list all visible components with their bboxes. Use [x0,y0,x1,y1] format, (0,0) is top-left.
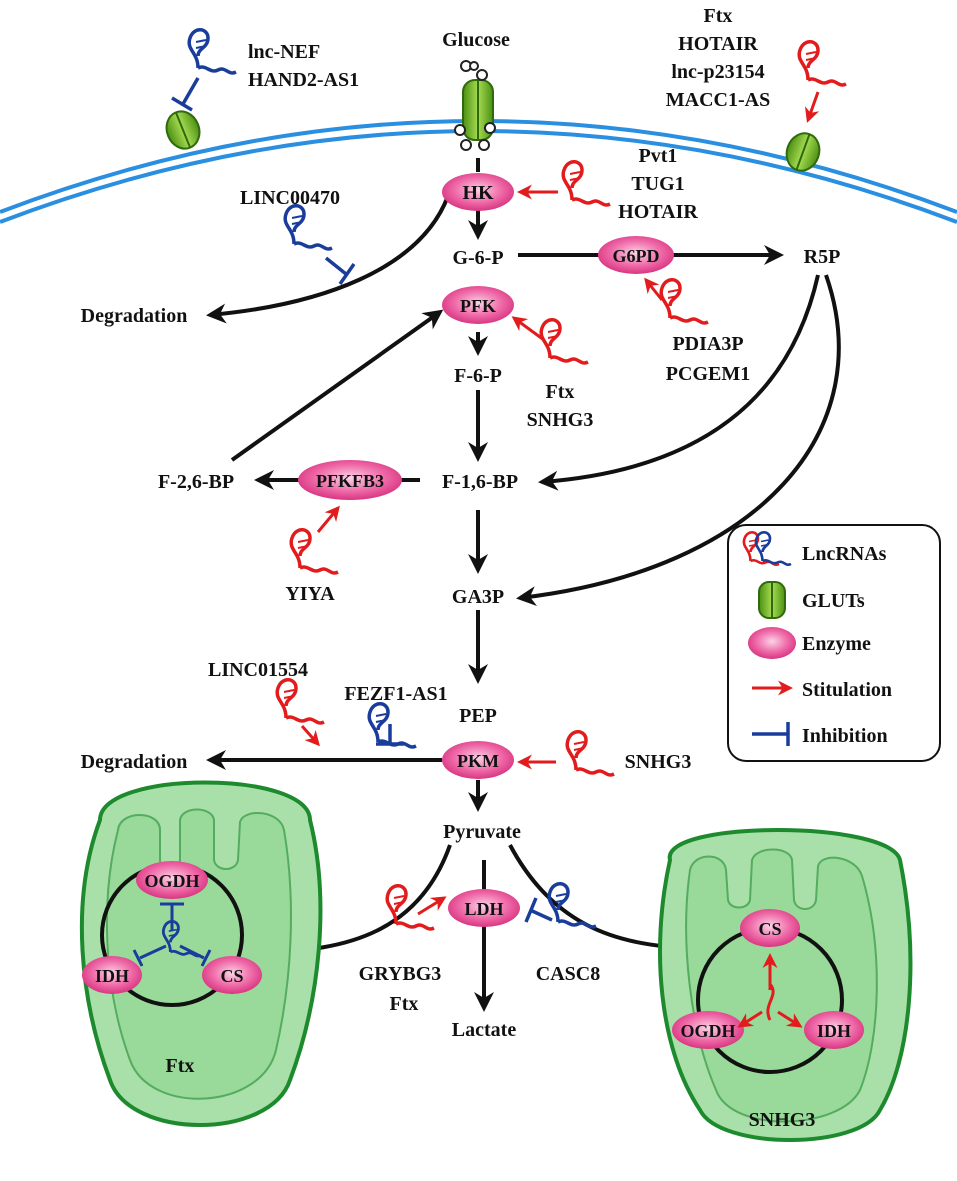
glut-stim-line-4: MACC1-AS [666,89,770,111]
lactate-label: Lactate [452,1019,517,1041]
enzyme-hk-label: HK [462,182,494,204]
g6pd-stim-line-1: PDIA3P [672,333,743,355]
inhibition-degradation [324,256,356,286]
enzyme-pfk-label: PFK [460,296,496,316]
g6pd-stim-line-2: PCGEM1 [666,363,750,385]
enzyme-g6pd: G6PD [598,236,674,274]
stim-ldh [417,896,447,916]
f6p-label: F-6-P [454,365,502,387]
g6p-label: G-6-P [452,247,503,269]
lncrna-blue-icon [283,203,334,251]
right-cs-label: CS [758,919,781,939]
enzyme-pfkfb3-label: PFKFB3 [316,471,384,491]
pyruvate-label: Pyruvate [443,821,521,843]
glut-stim-line-3: lnc-p23154 [671,61,764,83]
pep-label: PEP [459,705,497,727]
enzyme-ldh-label: LDH [464,899,503,919]
degradation-top-label: Degradation [81,305,188,327]
linc01554-label: LINC01554 [208,659,308,681]
enzyme-pkm-label: PKM [457,751,499,771]
glut-right [785,132,821,172]
glucose-molecules [454,60,496,151]
pfk-stim-line-1: Ftx [546,381,575,403]
pfk-stim-line-2: SNHG3 [527,409,594,431]
f26bp-label: F-2,6-BP [158,471,234,493]
inhibition-pkm-degradation [376,724,404,746]
left-ogdh-label: OGDH [144,871,199,891]
lncrna-red-icon [539,317,590,365]
mitochondrion-right: CS OGDH IDH SNHG3 [658,828,913,1142]
enzyme-pkm: PKM [442,741,514,779]
glucose-label: Glucose [442,29,510,51]
legend-lncrnas-label: LncRNAs [802,543,887,565]
inhibition-tca-left [132,902,212,967]
lncrna-red-icon [565,729,616,777]
hk-stim-line-3: HOTAIR [618,201,698,223]
enzyme-g6pd-label: G6PD [613,246,660,266]
lncrna-red-icon [659,277,710,325]
lncrna-blue-icon [367,701,418,749]
legend-gluts-label: GLUTs [802,590,865,612]
legend-glut-icon [758,581,786,619]
enzyme-ldh: LDH [448,889,520,927]
enzyme-pfkfb3: PFKFB3 [298,460,402,500]
r5p-label: R5P [804,246,841,268]
stim-pfk [511,316,545,342]
lnc-nef-label: lnc-NEF [248,41,320,63]
inhibition-ldh [524,897,553,923]
glut-stim-line-2: HOTAIR [678,33,758,55]
glycolysis-flow [206,158,841,1012]
lncrna-red-icon [289,527,340,575]
glut-stim-line-1: Ftx [704,5,733,27]
legend-inhibition-label: Inhibition [802,725,888,747]
pkm-stim-label: SNHG3 [625,751,692,773]
left-cs-label: CS [220,966,243,986]
enzyme-pfk: PFK [442,286,514,324]
stim-pfkfb3 [316,505,340,533]
casc8-label: CASC8 [536,963,600,985]
fezf1-as1-label: FEZF1-AS1 [344,683,447,705]
yiya-label: YIYA [285,583,335,605]
mitochondrion-left: OGDH IDH CS Ftx [79,780,323,1127]
left-idh-label: IDH [95,966,129,986]
right-ogdh-label: OGDH [680,1021,735,1041]
legend-enzyme-icon [748,627,796,659]
linc00470-label: LINC00470 [240,187,340,209]
legend: LncRNAs GLUTs Enzyme Stitulation Inhibit… [727,524,941,762]
enzyme-hk: HK [442,173,514,211]
lncrna-red-icon [561,159,612,207]
lncrna-red-icon [275,677,326,725]
f16bp-label: F-1,6-BP [442,471,518,493]
ga3p-label: GA3P [452,586,504,608]
left-mito-label: Ftx [166,1055,195,1077]
right-idh-label: IDH [817,1021,851,1041]
stim-g6pd [644,277,664,301]
legend-inhibition-icon [752,722,790,746]
hk-stim-line-1: Pvt1 [639,145,678,167]
ldh-stim-line-1: GRYBG3 [359,963,442,985]
right-mito-label: SNHG3 [749,1109,816,1131]
legend-stimulation-label: Stitulation [802,679,892,701]
lncrna-blue-icon [187,27,238,75]
hand2-as1-label: HAND2-AS1 [248,69,359,91]
inhibition-glut-left [171,77,200,112]
stim-pkm-degradation [300,725,320,747]
degradation-bottom-label: Degradation [81,751,188,773]
stim-glut-right [804,91,820,123]
hk-stim-line-2: TUG1 [631,173,684,195]
glut-left [165,110,201,150]
ldh-stim-line-2: Ftx [390,993,419,1015]
legend-enzyme-label: Enzyme [802,633,871,655]
stim-tca-right [737,953,803,1028]
lncrna-red-icon [797,39,848,87]
